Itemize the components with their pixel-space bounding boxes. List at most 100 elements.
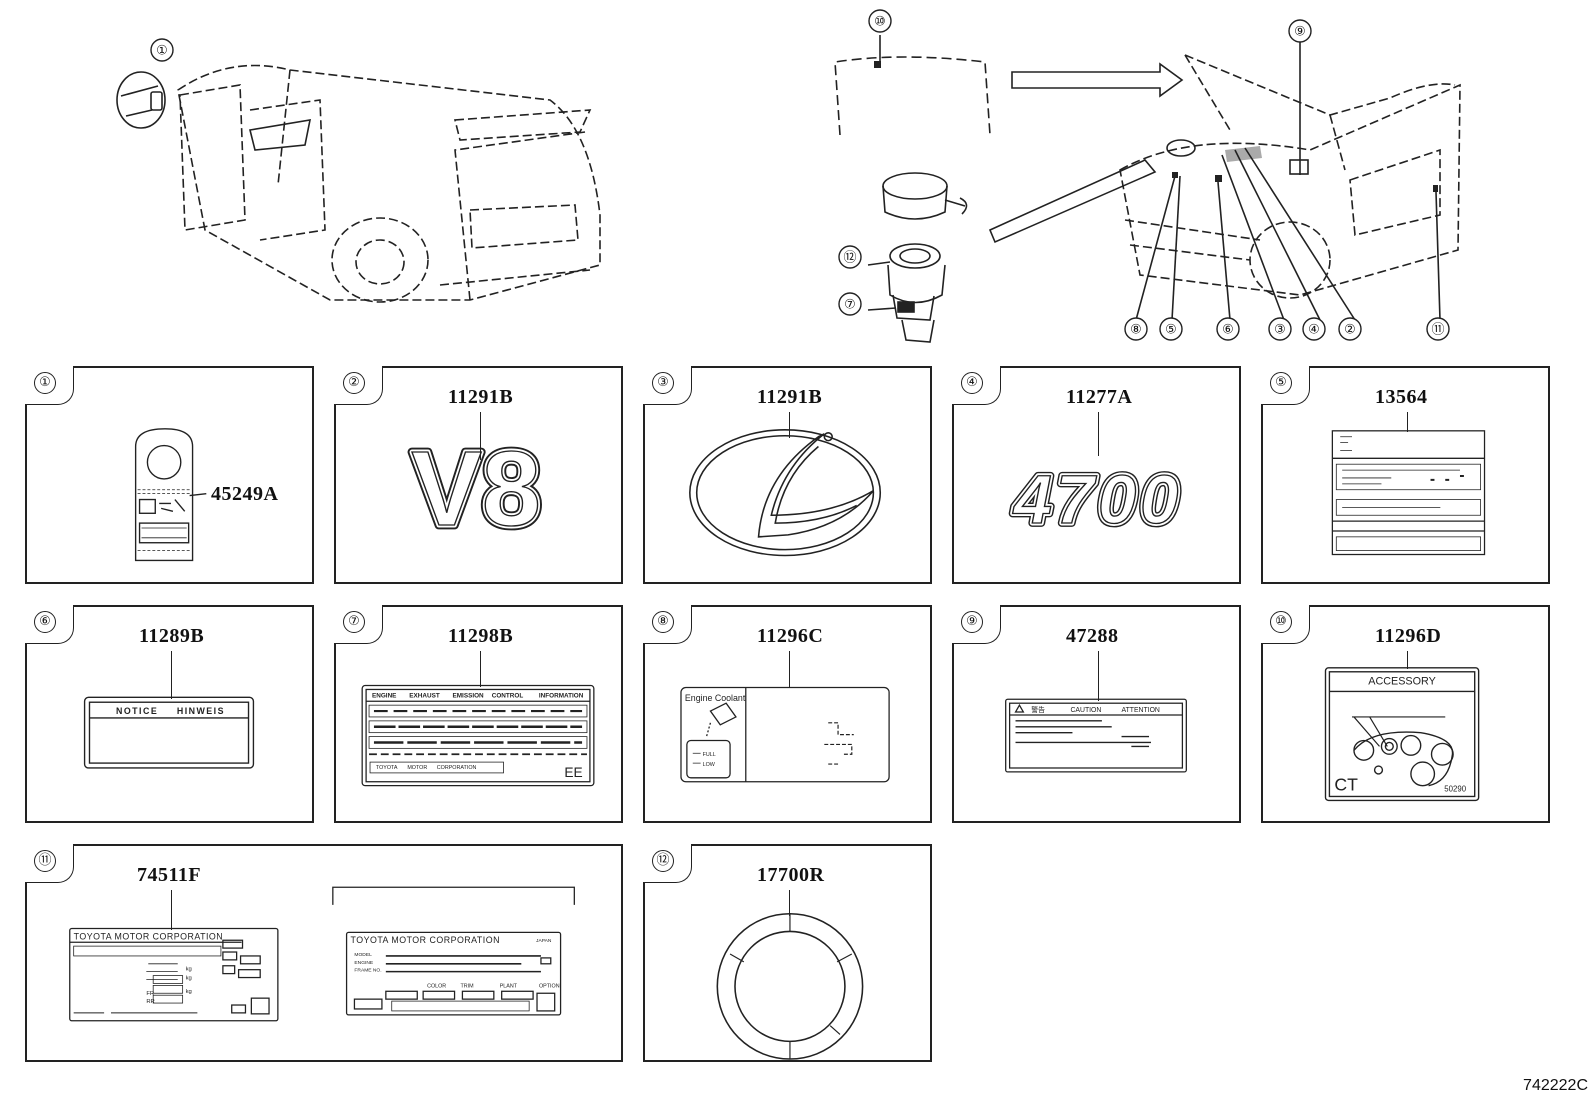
- caution-header-text: 警告: [1031, 705, 1045, 714]
- leader-line: [171, 651, 172, 699]
- overview-callout-label: ⑦: [844, 298, 856, 313]
- part-number: 74511F: [137, 864, 202, 886]
- part-number: 11277A: [1066, 386, 1133, 408]
- leader-line: [789, 412, 790, 438]
- overview-callout-label: ⑫: [843, 251, 856, 266]
- panel-callout-circle: ⑫: [652, 850, 674, 872]
- leader-line: [1098, 651, 1099, 701]
- coolant-title-text: Engine Coolant: [685, 693, 746, 703]
- leader-line: [480, 412, 481, 460]
- emission-footer-text: TOYOTA: [376, 765, 398, 771]
- 4700-emblem-drawing: 4700 4700 4700: [1008, 457, 1183, 542]
- overview-callout-circle: [1338, 317, 1362, 341]
- overview-callout-label: ⑨: [1294, 25, 1306, 40]
- coolant-label-drawing: Engine Coolant FULL LOW: [680, 686, 890, 783]
- emblem-text: 4700: [1012, 461, 1183, 538]
- part-number: 47288: [1066, 625, 1119, 647]
- label-panel-4: 4700 4700 4700 ④ 11277A: [952, 366, 1241, 584]
- plate-column-text: PLANT: [500, 983, 518, 989]
- plate-weight-text: kg: [186, 989, 192, 995]
- emblem-text-gap: 4700: [1012, 461, 1183, 538]
- accessory-title-text: ACCESSORY: [1368, 676, 1436, 688]
- panel-callout-circle: ⑥: [34, 611, 56, 633]
- tag-label-drawing: [134, 428, 207, 562]
- overview-callout-circle: [838, 292, 862, 316]
- part-number: 11296D: [1375, 625, 1442, 647]
- belt-routing-label-drawing: ACCESSORY CT 50290: [1324, 667, 1480, 802]
- part-number: 11289B: [139, 625, 205, 647]
- leader-line: [171, 890, 172, 930]
- overview-callout-circle: [1288, 19, 1312, 43]
- emission-header-text: CONTROL: [492, 692, 524, 699]
- coolant-full-text: FULL: [703, 752, 716, 758]
- panel-callout-tab: ⑪: [25, 844, 74, 883]
- plate-weight-text: FR: [146, 991, 154, 997]
- emission-footer-text: MOTOR: [407, 765, 427, 771]
- plate-weight-text: kg: [186, 976, 192, 982]
- emission-code-text: EE: [564, 765, 582, 780]
- panel-callout-circle: ②: [343, 372, 365, 394]
- emission-header-text: ENGINE: [372, 692, 396, 699]
- panel-callout-circle: ①: [34, 372, 56, 394]
- panel-callout-tab: ①: [25, 366, 74, 405]
- part-number: 11296C: [757, 625, 824, 647]
- overview-callout-label: ⑩: [874, 15, 886, 30]
- panel-callout-circle: ③: [652, 372, 674, 394]
- suv-front-view-drawing: [1119, 54, 1461, 299]
- caution-header-text: CAUTION: [1070, 707, 1101, 714]
- plate-row-text: FRAME NO.: [354, 968, 381, 974]
- overview-callout-circle: [1124, 317, 1148, 341]
- coolant-low-text: LOW: [703, 762, 716, 768]
- overview-callout-label: ⑤: [1165, 323, 1177, 338]
- accessory-corner-text: CT: [1334, 775, 1358, 795]
- plate-column-text: TRIM: [460, 983, 474, 989]
- panel-callout-circle: ④: [961, 372, 983, 394]
- label-panel-6: NOTICE HINWEIS ⑥ 11289B: [25, 605, 314, 823]
- plate-weight-text: kg: [186, 967, 192, 973]
- overview-callout-circle: [1302, 317, 1326, 341]
- overview-callout-circle: [1268, 317, 1292, 341]
- emblem-text-outline: V8: [411, 430, 541, 548]
- plate-column-text: COLOR: [427, 983, 446, 989]
- panel-callout-tab: ④: [952, 366, 1001, 405]
- plate-origin-text: JAPAN: [536, 938, 552, 944]
- panel-callout-tab: ⑥: [25, 605, 74, 644]
- panel-callout-tab: ⑫: [643, 844, 692, 883]
- plate-weight-text: RR: [146, 999, 155, 1005]
- emission-footer-text: CORPORATION: [437, 765, 477, 771]
- overview-callout-label: ⑧: [1130, 323, 1142, 338]
- overview-callout-label: ④: [1308, 323, 1320, 338]
- tire-label-drawing: [1331, 430, 1486, 556]
- overview-callout-label: ⑪: [1431, 323, 1444, 338]
- emission-header-text: EMISSION: [452, 692, 484, 699]
- overview-callout-circle: [838, 245, 862, 269]
- steering-wheel-icon: [116, 71, 166, 129]
- v8-emblem-drawing: V8 V8 V8: [407, 426, 545, 553]
- panel-callout-circle: ⑨: [961, 611, 983, 633]
- notice-label-drawing: NOTICE HINWEIS: [83, 696, 255, 769]
- emblem-text-outline: 4700: [1012, 461, 1183, 538]
- plate-title-text: TOYOTA MOTOR CORPORATION: [351, 935, 500, 945]
- notice-label-text: NOTICE: [116, 706, 158, 716]
- label-panel-10: ACCESSORY CT 50290 ⑩ 11296D: [1261, 605, 1550, 823]
- panel-callout-tab: ⑤: [1261, 366, 1310, 405]
- panel-callout-tab: ③: [643, 366, 692, 405]
- panel-callout-tab: ⑩: [1261, 605, 1310, 644]
- part-number: 45249A: [211, 483, 279, 505]
- caution-header-text: ATTENTION: [1122, 707, 1160, 714]
- overview-callout-label: ③: [1274, 323, 1286, 338]
- leader-line: [789, 890, 790, 916]
- leader-line: [480, 651, 481, 687]
- part-number: 13564: [1375, 386, 1428, 408]
- label-panel-8: Engine Coolant FULL LOW ⑧ 11296C: [643, 605, 932, 823]
- emission-header-text: INFORMATION: [539, 692, 584, 699]
- panel-callout-tab: ⑧: [643, 605, 692, 644]
- leader-line: [1407, 412, 1408, 432]
- label-panel-5: ⑤ 13564: [1261, 366, 1550, 584]
